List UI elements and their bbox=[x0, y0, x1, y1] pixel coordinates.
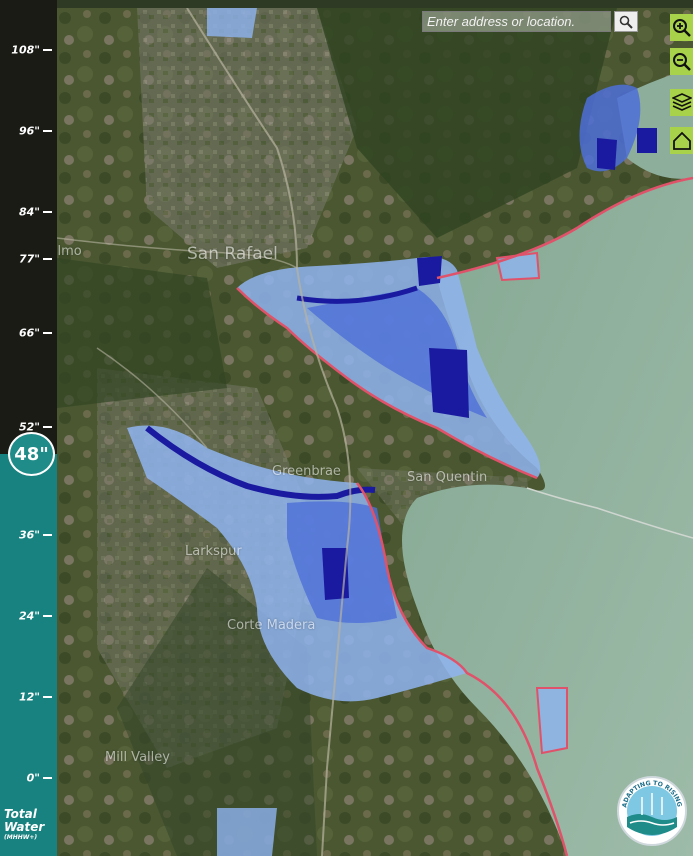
slider-tick-mark bbox=[43, 210, 52, 213]
channel bbox=[145, 425, 376, 500]
layers-button[interactable] bbox=[670, 89, 693, 116]
slider-track-upper[interactable] bbox=[0, 0, 57, 455]
place-label-san-quentin: San Quentin bbox=[407, 470, 488, 485]
flood-zone-deep[interactable] bbox=[429, 348, 469, 418]
road bbox=[57, 237, 298, 269]
urban-area bbox=[137, 8, 357, 268]
shoreline bbox=[236, 287, 538, 480]
slider-tick-label: 0" bbox=[26, 771, 40, 785]
shoreline bbox=[535, 687, 568, 755]
slider-handle[interactable]: 48" bbox=[8, 432, 55, 477]
slider-tick-mark bbox=[43, 129, 52, 132]
slider-tick-mark bbox=[43, 49, 52, 51]
slider-tick-label: 36" bbox=[18, 528, 40, 542]
zoom-out-button[interactable] bbox=[670, 48, 693, 75]
search-icon bbox=[619, 15, 633, 29]
slider-tick-label: 24" bbox=[18, 609, 40, 623]
slider-tick-mark bbox=[43, 257, 52, 260]
slider-tick-label: 52" bbox=[18, 420, 40, 434]
slider-tick-mark bbox=[43, 332, 52, 335]
flood-zone-deep[interactable] bbox=[637, 128, 657, 153]
slider-tick-label: 77" bbox=[18, 252, 40, 266]
slider-tick-mark bbox=[43, 696, 52, 699]
bridge bbox=[526, 487, 693, 539]
shoreline bbox=[436, 176, 693, 280]
slider-tick-label: 108" bbox=[11, 43, 40, 57]
map-view[interactable]: San Rafael San Anselmo Greenbrae San Que… bbox=[57, 8, 693, 856]
slider-tick-mark bbox=[43, 534, 52, 537]
zoom-in-icon bbox=[672, 18, 691, 37]
slider-title-line1: Total bbox=[4, 807, 37, 821]
shoreline bbox=[495, 251, 541, 282]
slider-track-filled[interactable] bbox=[0, 454, 57, 856]
flood-zone[interactable] bbox=[217, 808, 277, 856]
slider-title: Total Water (MHHW+) bbox=[4, 808, 54, 842]
slider-tick-mark bbox=[43, 426, 52, 429]
home-icon bbox=[672, 131, 691, 150]
road bbox=[96, 347, 208, 449]
shoreline bbox=[356, 482, 569, 856]
forest-area bbox=[317, 8, 617, 238]
place-label-greenbrae: Greenbrae bbox=[272, 464, 341, 479]
layers-icon bbox=[671, 92, 692, 111]
zoom-in-button[interactable] bbox=[670, 14, 693, 41]
place-label-san-anselmo: San Anselmo bbox=[57, 244, 82, 259]
channel bbox=[296, 285, 418, 304]
logo-seal-icon: ADAPTING TO RISING TIDES bbox=[613, 770, 687, 846]
flood-zone-deep[interactable] bbox=[417, 256, 442, 286]
zoom-out-icon bbox=[672, 52, 691, 71]
map-canvas[interactable] bbox=[57, 8, 693, 856]
slider-title-sub: (MHHW+) bbox=[4, 834, 38, 841]
flood-zone[interactable] bbox=[537, 688, 567, 753]
slider-tick-label: 96" bbox=[18, 124, 40, 138]
slider-tick-label: 66" bbox=[18, 326, 40, 340]
water-level-slider[interactable]: 108" 96" 84" 77" 66" 52" 36" 24" 12" 0" 48" Total… bbox=[0, 0, 57, 856]
home-button[interactable] bbox=[670, 127, 693, 154]
highway bbox=[186, 8, 352, 856]
slider-tick-label: 84" bbox=[18, 205, 40, 219]
flood-zone-deep[interactable] bbox=[597, 138, 617, 170]
slider-title-line2: Water bbox=[4, 820, 45, 834]
flood-zone[interactable] bbox=[207, 8, 257, 38]
place-label-mill-valley: Mill Valley bbox=[105, 750, 170, 765]
search-button[interactable] bbox=[614, 11, 638, 32]
flood-zone[interactable] bbox=[579, 84, 641, 172]
slider-tick-mark bbox=[43, 615, 52, 618]
logo-adapting-to-rising-tides: ADAPTING TO RISING TIDES bbox=[613, 770, 688, 847]
forest-area bbox=[57, 258, 227, 408]
flood-zone-deep[interactable] bbox=[322, 548, 349, 600]
place-label-corte-madera: Corte Madera bbox=[227, 618, 316, 633]
search-input[interactable] bbox=[422, 11, 611, 32]
slider-tick-label: 12" bbox=[18, 690, 40, 704]
slider-tick-mark bbox=[43, 777, 52, 779]
place-label-larkspur: Larkspur bbox=[185, 544, 242, 559]
place-label-san-rafael: San Rafael bbox=[187, 244, 278, 264]
